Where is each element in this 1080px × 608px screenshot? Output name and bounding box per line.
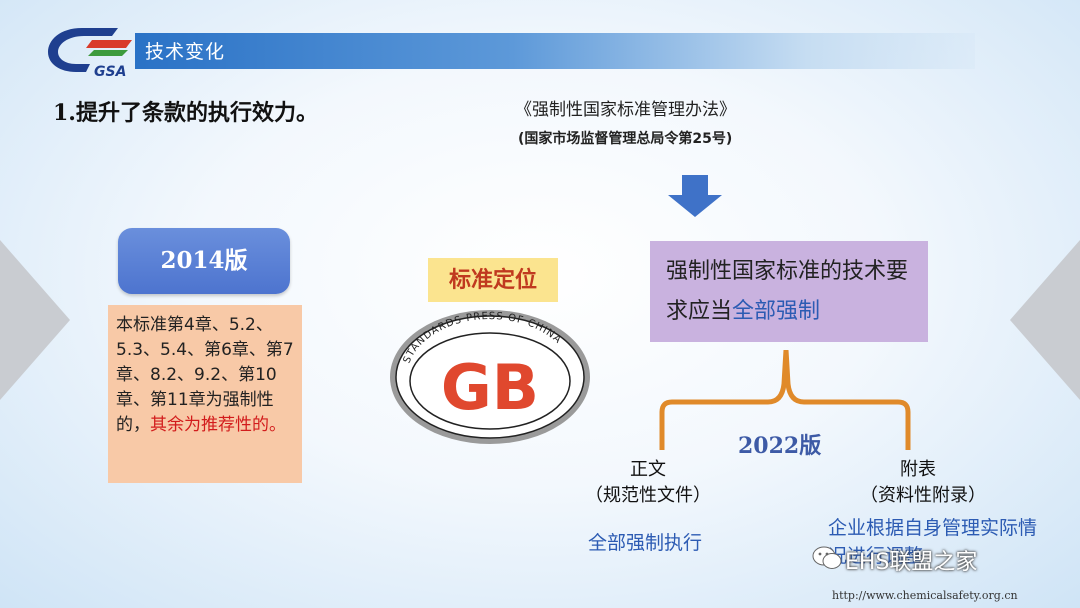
requirement-main: 强制性国家标准的技术要求应当: [666, 259, 909, 324]
appendix-subtitle: （资料性附录）: [860, 485, 986, 506]
down-arrow-icon: [668, 175, 722, 217]
next-slide-arrow[interactable]: [1010, 240, 1080, 400]
main-text-title: 正文: [630, 459, 666, 480]
header-bar: 技术变化: [135, 33, 975, 69]
positioning-label: 标准定位: [428, 258, 558, 302]
header-title: 技术变化: [145, 41, 226, 63]
note-red-text: 其余为推荐性的。: [150, 415, 286, 435]
requirement-highlight: 全部强制: [732, 299, 821, 324]
site-url[interactable]: http://www.chemicalsafety.org.cn: [832, 589, 1018, 602]
version-2014-note: 本标准第4章、5.2、5.3、5.4、第6章、第7章、8.2、9.2、第10章、…: [108, 305, 302, 483]
bracket-icon: [659, 350, 911, 450]
note-main-text: 本标准第4章、5.2、5.3、5.4、第6章、第7章、8.2、9.2、第10章、…: [116, 315, 294, 435]
main-text-body: 全部强制执行: [588, 532, 703, 554]
watermark-text: EHS联盟之家: [845, 550, 978, 575]
appendix-title: 附表: [900, 459, 936, 480]
appendix-body: 企业根据自身管理实际情况进行调整: [828, 517, 1038, 567]
version-2022-label: 2022版: [738, 433, 822, 459]
requirement-box: 强制性国家标准的技术要求应当全部强制: [650, 241, 928, 342]
seal-gb-text: GB: [441, 351, 539, 424]
law-subtitle: (国家市场监督管理总局令第25号): [518, 131, 733, 147]
logo-text: GSA: [94, 64, 126, 78]
gb-seal-logo: STANDARDS PRESS OF CHINA GB: [390, 310, 590, 444]
version-2014-box: 2014版: [118, 228, 290, 294]
csa-logo: GSA: [48, 28, 132, 78]
wechat-icon: [812, 546, 842, 569]
slide-heading: 1.提升了条款的执行效力。: [53, 100, 318, 126]
law-title: 《强制性国家标准管理办法》: [515, 100, 736, 120]
prev-slide-arrow[interactable]: [0, 240, 70, 400]
main-text-subtitle: （规范性文件）: [585, 485, 711, 506]
